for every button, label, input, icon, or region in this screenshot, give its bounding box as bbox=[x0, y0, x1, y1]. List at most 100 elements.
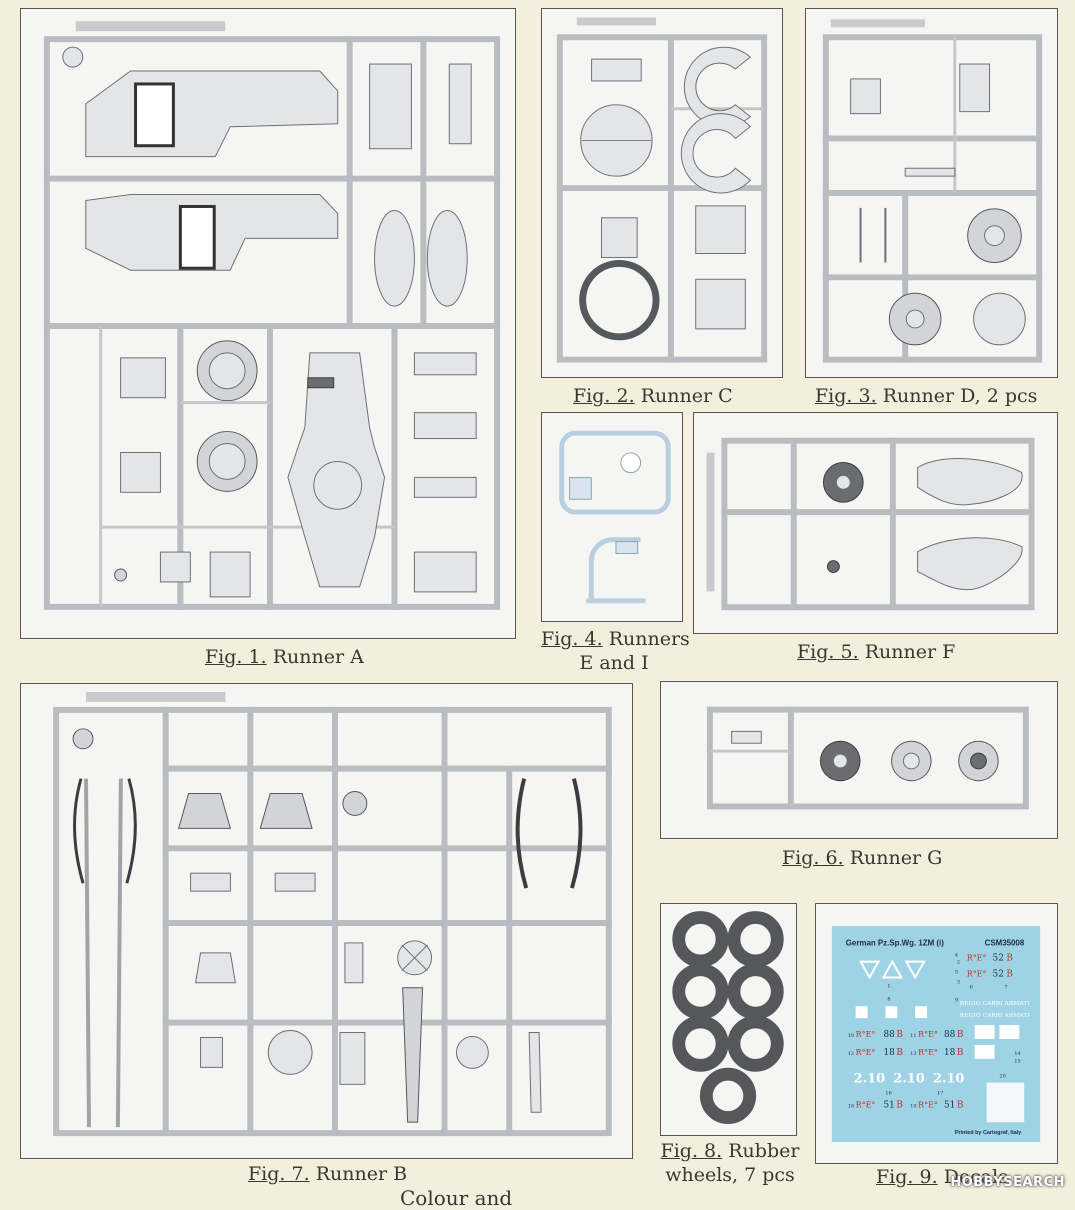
runner-a-panel bbox=[20, 8, 516, 639]
fig2-number: Fig. 2. bbox=[573, 385, 635, 407]
runner-b-panel bbox=[20, 683, 633, 1159]
decal-suffix-51a: B bbox=[896, 1100, 903, 1110]
decal-stencil-b: 2.10 bbox=[893, 1072, 924, 1087]
decal-num-13: 13 bbox=[910, 1051, 916, 1057]
decal-plate-18a: 18 bbox=[883, 1048, 895, 1058]
decal-num-15: 15 bbox=[1014, 1059, 1020, 1065]
fig5-title: Runner F bbox=[864, 641, 956, 663]
fig3-title: Runner D, 2 pcs bbox=[882, 385, 1038, 407]
fig2-title: Runner C bbox=[640, 385, 733, 407]
rubber-wheels-panel bbox=[660, 903, 797, 1136]
rubber-wheel bbox=[699, 1067, 757, 1124]
decal-printer: Printed by Cartograf, Italy bbox=[955, 1130, 1021, 1136]
decal-plate-52b: 52 bbox=[993, 969, 1004, 979]
decal-plate-51b: 51 bbox=[944, 1100, 955, 1110]
decal-regio-1: REGIO CARRI ARMATI bbox=[960, 1000, 1030, 1007]
rubber-wheel bbox=[672, 1015, 729, 1072]
rubber-wheel bbox=[727, 911, 784, 968]
decal-header-left: German Pz.Sp.Wg. 1ZM (i) bbox=[846, 939, 945, 948]
decal-suffix-52b: B bbox=[1006, 969, 1013, 979]
decal-num-10: 10 bbox=[848, 1033, 854, 1039]
decal-num-11: 11 bbox=[910, 1033, 916, 1039]
decal-num-2: 2 bbox=[957, 960, 960, 966]
fig1-title: Runner A bbox=[272, 646, 364, 668]
decal-num-4: 4 bbox=[955, 953, 958, 959]
decal-stencil-a: 2.10 bbox=[854, 1072, 885, 1087]
decal-num-8: 8 bbox=[887, 996, 890, 1002]
decal-num-14: 14 bbox=[1014, 1051, 1020, 1057]
fig4-title-line2: E and I bbox=[579, 652, 649, 674]
decal-header-right: CSM35008 bbox=[985, 939, 1025, 948]
fig4-title-line1: Runners bbox=[608, 628, 690, 650]
fig5-number: Fig. 5. bbox=[797, 641, 859, 663]
decal-re-88b: R°E° bbox=[918, 1030, 938, 1039]
decal-stencil-c: 2.10 bbox=[933, 1072, 964, 1087]
decal-plate-88a: 88 bbox=[883, 1030, 895, 1040]
fig3-caption: Fig. 3. Runner D, 2 pcs bbox=[815, 384, 1037, 408]
fig2-caption: Fig. 2. Runner C bbox=[573, 384, 733, 408]
runner-g-panel bbox=[660, 681, 1058, 839]
rubber-wheel bbox=[727, 963, 784, 1020]
decal-num-19: 19 bbox=[910, 1103, 916, 1109]
decal-re-51b: R°E° bbox=[918, 1100, 938, 1109]
fig8-caption: Fig. 8. Rubber wheels, 7 pcs bbox=[660, 1139, 800, 1187]
decals-panel: German Pz.Sp.Wg. 1ZM (i) CSM35008 1 2 3 … bbox=[815, 903, 1058, 1164]
fig6-caption: Fig. 6. Runner G bbox=[782, 846, 942, 870]
runner-d-drawing bbox=[822, 19, 1043, 363]
bottom-cutoff-text: Colour and bbox=[400, 1186, 513, 1210]
fig7-title: Runner B bbox=[315, 1163, 408, 1185]
decal-re-52a: R°E° bbox=[967, 954, 987, 963]
fig1-number: Fig. 1. bbox=[205, 646, 267, 668]
watermark: HOBBYSEARCH bbox=[950, 1175, 1065, 1190]
decal-suffix-18b: B bbox=[957, 1048, 964, 1058]
decal-num-6: 6 bbox=[970, 984, 973, 990]
decal-regio-2: REGIO CARRI ARMATI bbox=[960, 1012, 1030, 1019]
decal-suffix-52a: B bbox=[1006, 954, 1013, 964]
decal-re-52b: R°E° bbox=[967, 969, 987, 978]
decal-suffix-18a: B bbox=[896, 1048, 903, 1058]
fig5-caption: Fig. 5. Runner F bbox=[797, 640, 955, 664]
decal-suffix-51b: B bbox=[957, 1100, 964, 1110]
fig9-number: Fig. 9. bbox=[876, 1166, 938, 1188]
decal-plate-18b: 18 bbox=[944, 1048, 956, 1058]
decal-sheet: German Pz.Sp.Wg. 1ZM (i) CSM35008 1 2 3 … bbox=[831, 925, 1041, 1143]
decal-num-18: 18 bbox=[848, 1103, 854, 1109]
rubber-wheel bbox=[672, 911, 729, 968]
fig7-number: Fig. 7. bbox=[248, 1163, 310, 1185]
runner-e-i-drawing bbox=[559, 430, 671, 604]
fig9-caption: Fig. 9. Decals bbox=[876, 1165, 1008, 1189]
decal-re-88a: R°E° bbox=[856, 1030, 876, 1039]
decal-num-3: 3 bbox=[957, 979, 960, 985]
decal-suffix-88a: B bbox=[896, 1030, 903, 1040]
runner-f-drawing bbox=[706, 437, 1035, 611]
rubber-wheels-drawing bbox=[672, 911, 784, 1124]
runner-e-i-panel bbox=[541, 412, 683, 622]
decal-num-20: 20 bbox=[999, 1074, 1005, 1080]
runner-c-drawing bbox=[556, 17, 768, 363]
fig3-number: Fig. 3. bbox=[815, 385, 877, 407]
rubber-wheel bbox=[672, 963, 729, 1020]
decal-num-17: 17 bbox=[937, 1090, 943, 1096]
fig9-title: Decals bbox=[943, 1166, 1008, 1188]
fig8-number: Fig. 8. bbox=[660, 1140, 723, 1162]
fig7-caption: Fig. 7. Runner B bbox=[248, 1162, 407, 1186]
runner-c-panel bbox=[541, 8, 783, 378]
fig8-title-line1: Rubber bbox=[728, 1140, 800, 1162]
runner-a-drawing bbox=[43, 21, 501, 610]
decal-re-18a: R°E° bbox=[856, 1048, 876, 1057]
decal-num-7: 7 bbox=[1004, 984, 1007, 990]
decal-plate-51a: 51 bbox=[883, 1100, 894, 1110]
rubber-wheel bbox=[727, 1015, 784, 1072]
fig4-number: Fig. 4. bbox=[541, 628, 603, 650]
fig8-title-line2: wheels, 7 pcs bbox=[665, 1164, 795, 1186]
fig1-caption: Fig. 1. Runner A bbox=[205, 645, 364, 669]
runner-d-panel bbox=[805, 8, 1058, 378]
decal-suffix-88b: B bbox=[957, 1030, 964, 1040]
runner-b-drawing bbox=[53, 691, 612, 1137]
runner-f-panel bbox=[693, 412, 1058, 634]
decal-num-9: 9 bbox=[955, 997, 958, 1003]
runner-g-drawing bbox=[706, 706, 1029, 810]
decal-num-1: 1 bbox=[887, 983, 890, 989]
decal-num-12: 12 bbox=[848, 1051, 854, 1057]
fig6-number: Fig. 6. bbox=[782, 847, 844, 869]
